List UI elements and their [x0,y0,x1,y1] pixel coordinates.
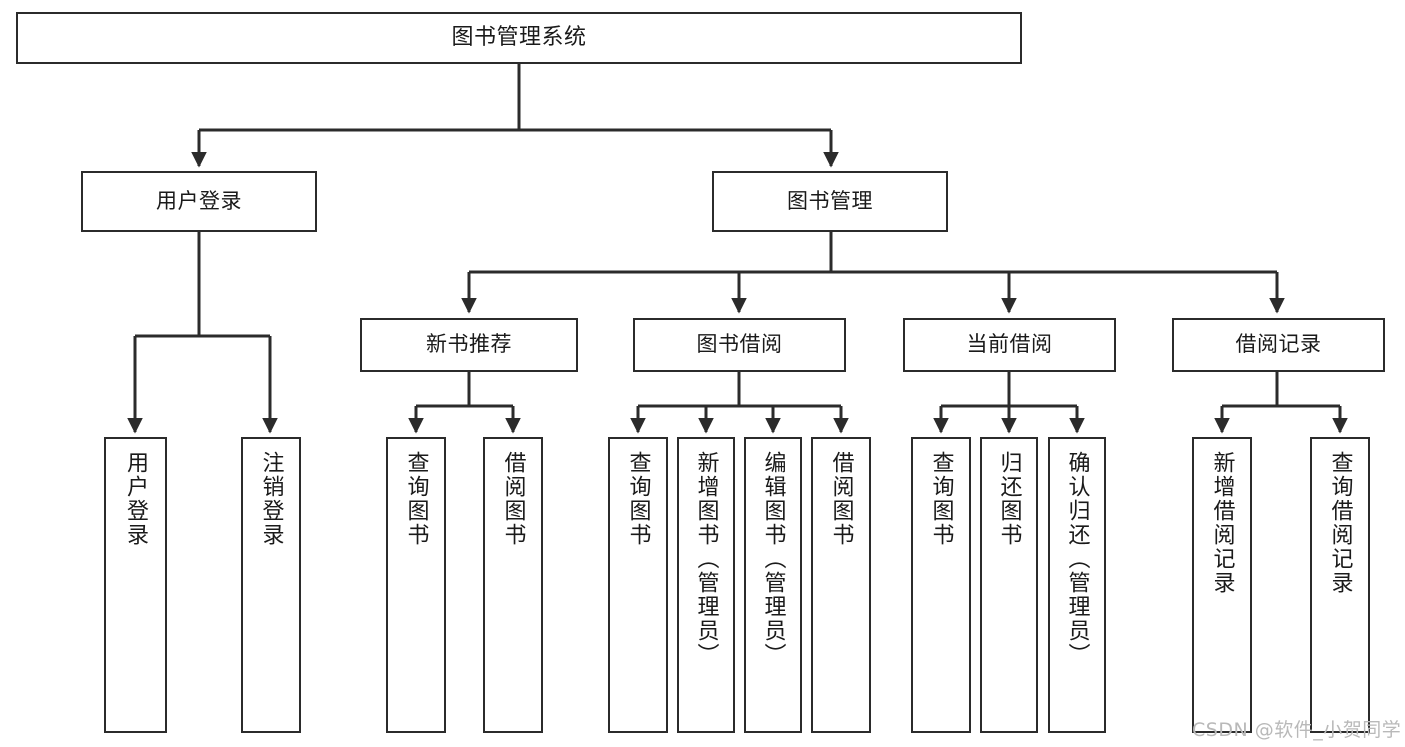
node-leaf-return-book[interactable]: 归还图书 [980,437,1038,733]
node-user-login[interactable]: 用户登录 [81,171,317,232]
node-book-manage-label: 图书管理 [787,188,873,213]
node-leaf-borrow-book-2-label: 借阅图书 [828,451,854,547]
node-leaf-confirm-return[interactable]: 确认归还（管理员） [1048,437,1106,733]
node-current-borrow-label: 当前借阅 [966,332,1053,357]
node-leaf-borrow-book-1[interactable]: 借阅图书 [483,437,543,733]
node-root[interactable]: 图书管理系统 [16,12,1022,64]
node-borrow-record-label: 借阅记录 [1235,332,1322,357]
node-borrow-record[interactable]: 借阅记录 [1172,318,1385,372]
node-leaf-query-record[interactable]: 查询借阅记录 [1310,437,1370,733]
node-book-manage[interactable]: 图书管理 [712,171,948,232]
node-leaf-query-book-1[interactable]: 查询图书 [386,437,446,733]
node-leaf-return-book-label: 归还图书 [996,451,1022,547]
node-leaf-query-book-3[interactable]: 查询图书 [911,437,971,733]
node-root-label: 图书管理系统 [451,24,587,50]
node-book-borrow-label: 图书借阅 [696,332,783,357]
node-leaf-query-record-label: 查询借阅记录 [1327,451,1353,595]
node-leaf-add-book[interactable]: 新增图书（管理员） [677,437,735,733]
node-leaf-user-login-label: 用户登录 [123,451,149,547]
node-leaf-query-book-3-label: 查询图书 [928,451,954,547]
node-leaf-edit-book-label: 编辑图书（管理员） [760,451,786,667]
node-leaf-borrow-book-2[interactable]: 借阅图书 [811,437,871,733]
node-leaf-query-book-2-label: 查询图书 [625,451,651,547]
node-leaf-user-login[interactable]: 用户登录 [104,437,167,733]
node-current-borrow[interactable]: 当前借阅 [903,318,1116,372]
node-leaf-logout-label: 注销登录 [258,451,284,547]
node-leaf-query-book-1-label: 查询图书 [403,451,429,547]
csdn-watermark: CSDN @软件_小贺同学 [1192,719,1402,741]
node-leaf-edit-book[interactable]: 编辑图书（管理员） [744,437,802,733]
node-leaf-logout[interactable]: 注销登录 [241,437,301,733]
node-leaf-add-book-label: 新增图书（管理员） [693,451,719,667]
node-leaf-add-record[interactable]: 新增借阅记录 [1192,437,1252,733]
node-leaf-confirm-return-label: 确认归还（管理员） [1064,451,1090,667]
node-leaf-borrow-book-1-label: 借阅图书 [500,451,526,547]
node-user-login-label: 用户登录 [156,188,242,213]
node-leaf-query-book-2[interactable]: 查询图书 [608,437,668,733]
node-new-book-rec[interactable]: 新书推荐 [360,318,578,372]
node-new-book-rec-label: 新书推荐 [426,332,512,357]
node-leaf-add-record-label: 新增借阅记录 [1209,451,1235,595]
node-book-borrow[interactable]: 图书借阅 [633,318,846,372]
